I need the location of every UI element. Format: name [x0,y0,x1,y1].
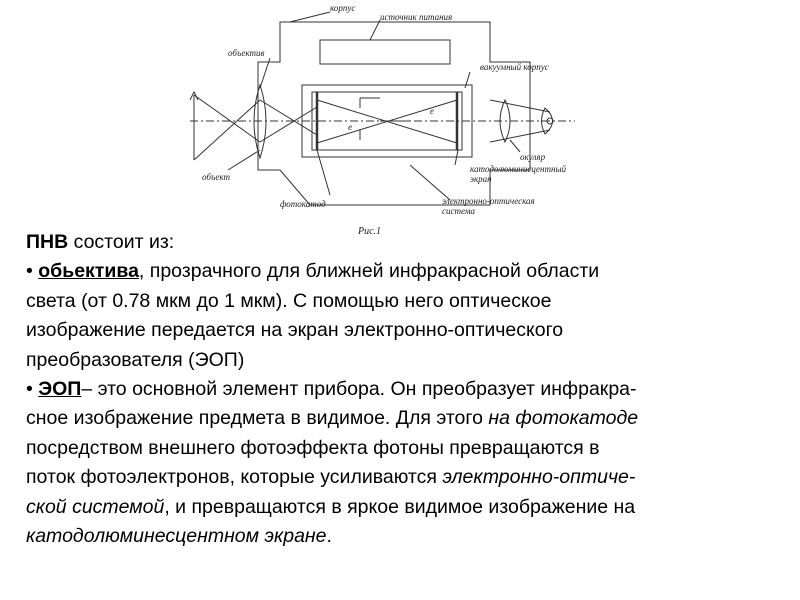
objective-lens [253,83,267,160]
item1-term: обьектива [38,260,139,283]
text-block: ПНВ состоит из: • обьектива, прозрачного… [26,228,786,551]
item2-line2: сное изображение предмета в видимое. Для… [26,404,786,433]
label-screen-line2: экран [470,174,492,184]
label-photocathode: фотокатод [280,199,326,209]
label-electron-right: e [430,106,434,116]
night-vision-diagram: корпус источник питания объектив вакуумн… [180,0,600,238]
item2-line6: катодолюминесцентном экране. [26,522,786,551]
item2-l2b: на фотокатоде [488,407,639,430]
label-electron-left: e [348,122,352,132]
item1-line2: света (от 0.78 мкм до 1 мкм). С помощью … [26,289,552,312]
figure-caption: Рис.1 [357,226,381,237]
bullet-1: • [26,260,39,283]
item2-l6a: катодолюминесцентном экране [26,525,327,548]
bullet-2: • [26,378,39,401]
eyepiece-lens [499,98,511,144]
item2-term: ЭОП [38,378,82,401]
item2-line4: поток фотоэлектронов, которые усиливаютс… [26,463,786,492]
item2-line1: • ЭОП– это основной элемент прибора. Он … [26,375,786,404]
item2-l4b: электронно-оптиче- [442,466,636,489]
item2-l2a: сное изображение предмета в видимое. Для… [26,407,489,430]
item2-line3: посредством внешнего фотоэффекта фотоны … [26,436,600,459]
power-source-box [319,39,451,65]
item1-line3: изображение передается на экран электрон… [26,319,564,342]
label-power-source: источник питания [380,12,452,22]
label-screen-line1: катодолюминисцентный [470,164,567,174]
heading-line: ПНВ состоит из: [26,228,786,257]
label-eyepiece: окуляр [520,152,546,162]
heading-term: ПНВ [26,231,69,253]
label-object: объект [202,172,230,182]
label-vacuum-housing: вакуумный корпус [480,62,549,72]
item2-l5b: , и превращаются в яркое видимое изображ… [164,495,636,518]
item2-l6b: . [326,525,332,548]
item1-line4: преобразователя (ЭОП) [26,348,245,371]
label-housing: корпус [330,3,355,13]
item2-text: – это основной элемент прибора. Он преоб… [81,378,637,401]
label-eos-line1: электронно-оптическая [442,196,535,206]
heading-rest: состоит из: [68,231,175,253]
item1-text: , прозрачного для ближней инфракрасной о… [138,260,600,283]
diagram-svg: корпус источник питания объектив вакуумн… [189,3,575,237]
item2-l5a: ской системой [26,495,165,518]
item2-l4a: поток фотоэлектронов, которые усиливаютс… [26,466,443,489]
item1-line1: • обьектива, прозрачного для ближней инф… [26,257,786,286]
eye [541,107,553,135]
label-eos-line2: система [442,206,476,216]
item2-line5: ской системой, и превращаются в яркое ви… [26,493,786,522]
housing-outline [257,21,531,206]
label-objective: объектив [228,48,264,58]
